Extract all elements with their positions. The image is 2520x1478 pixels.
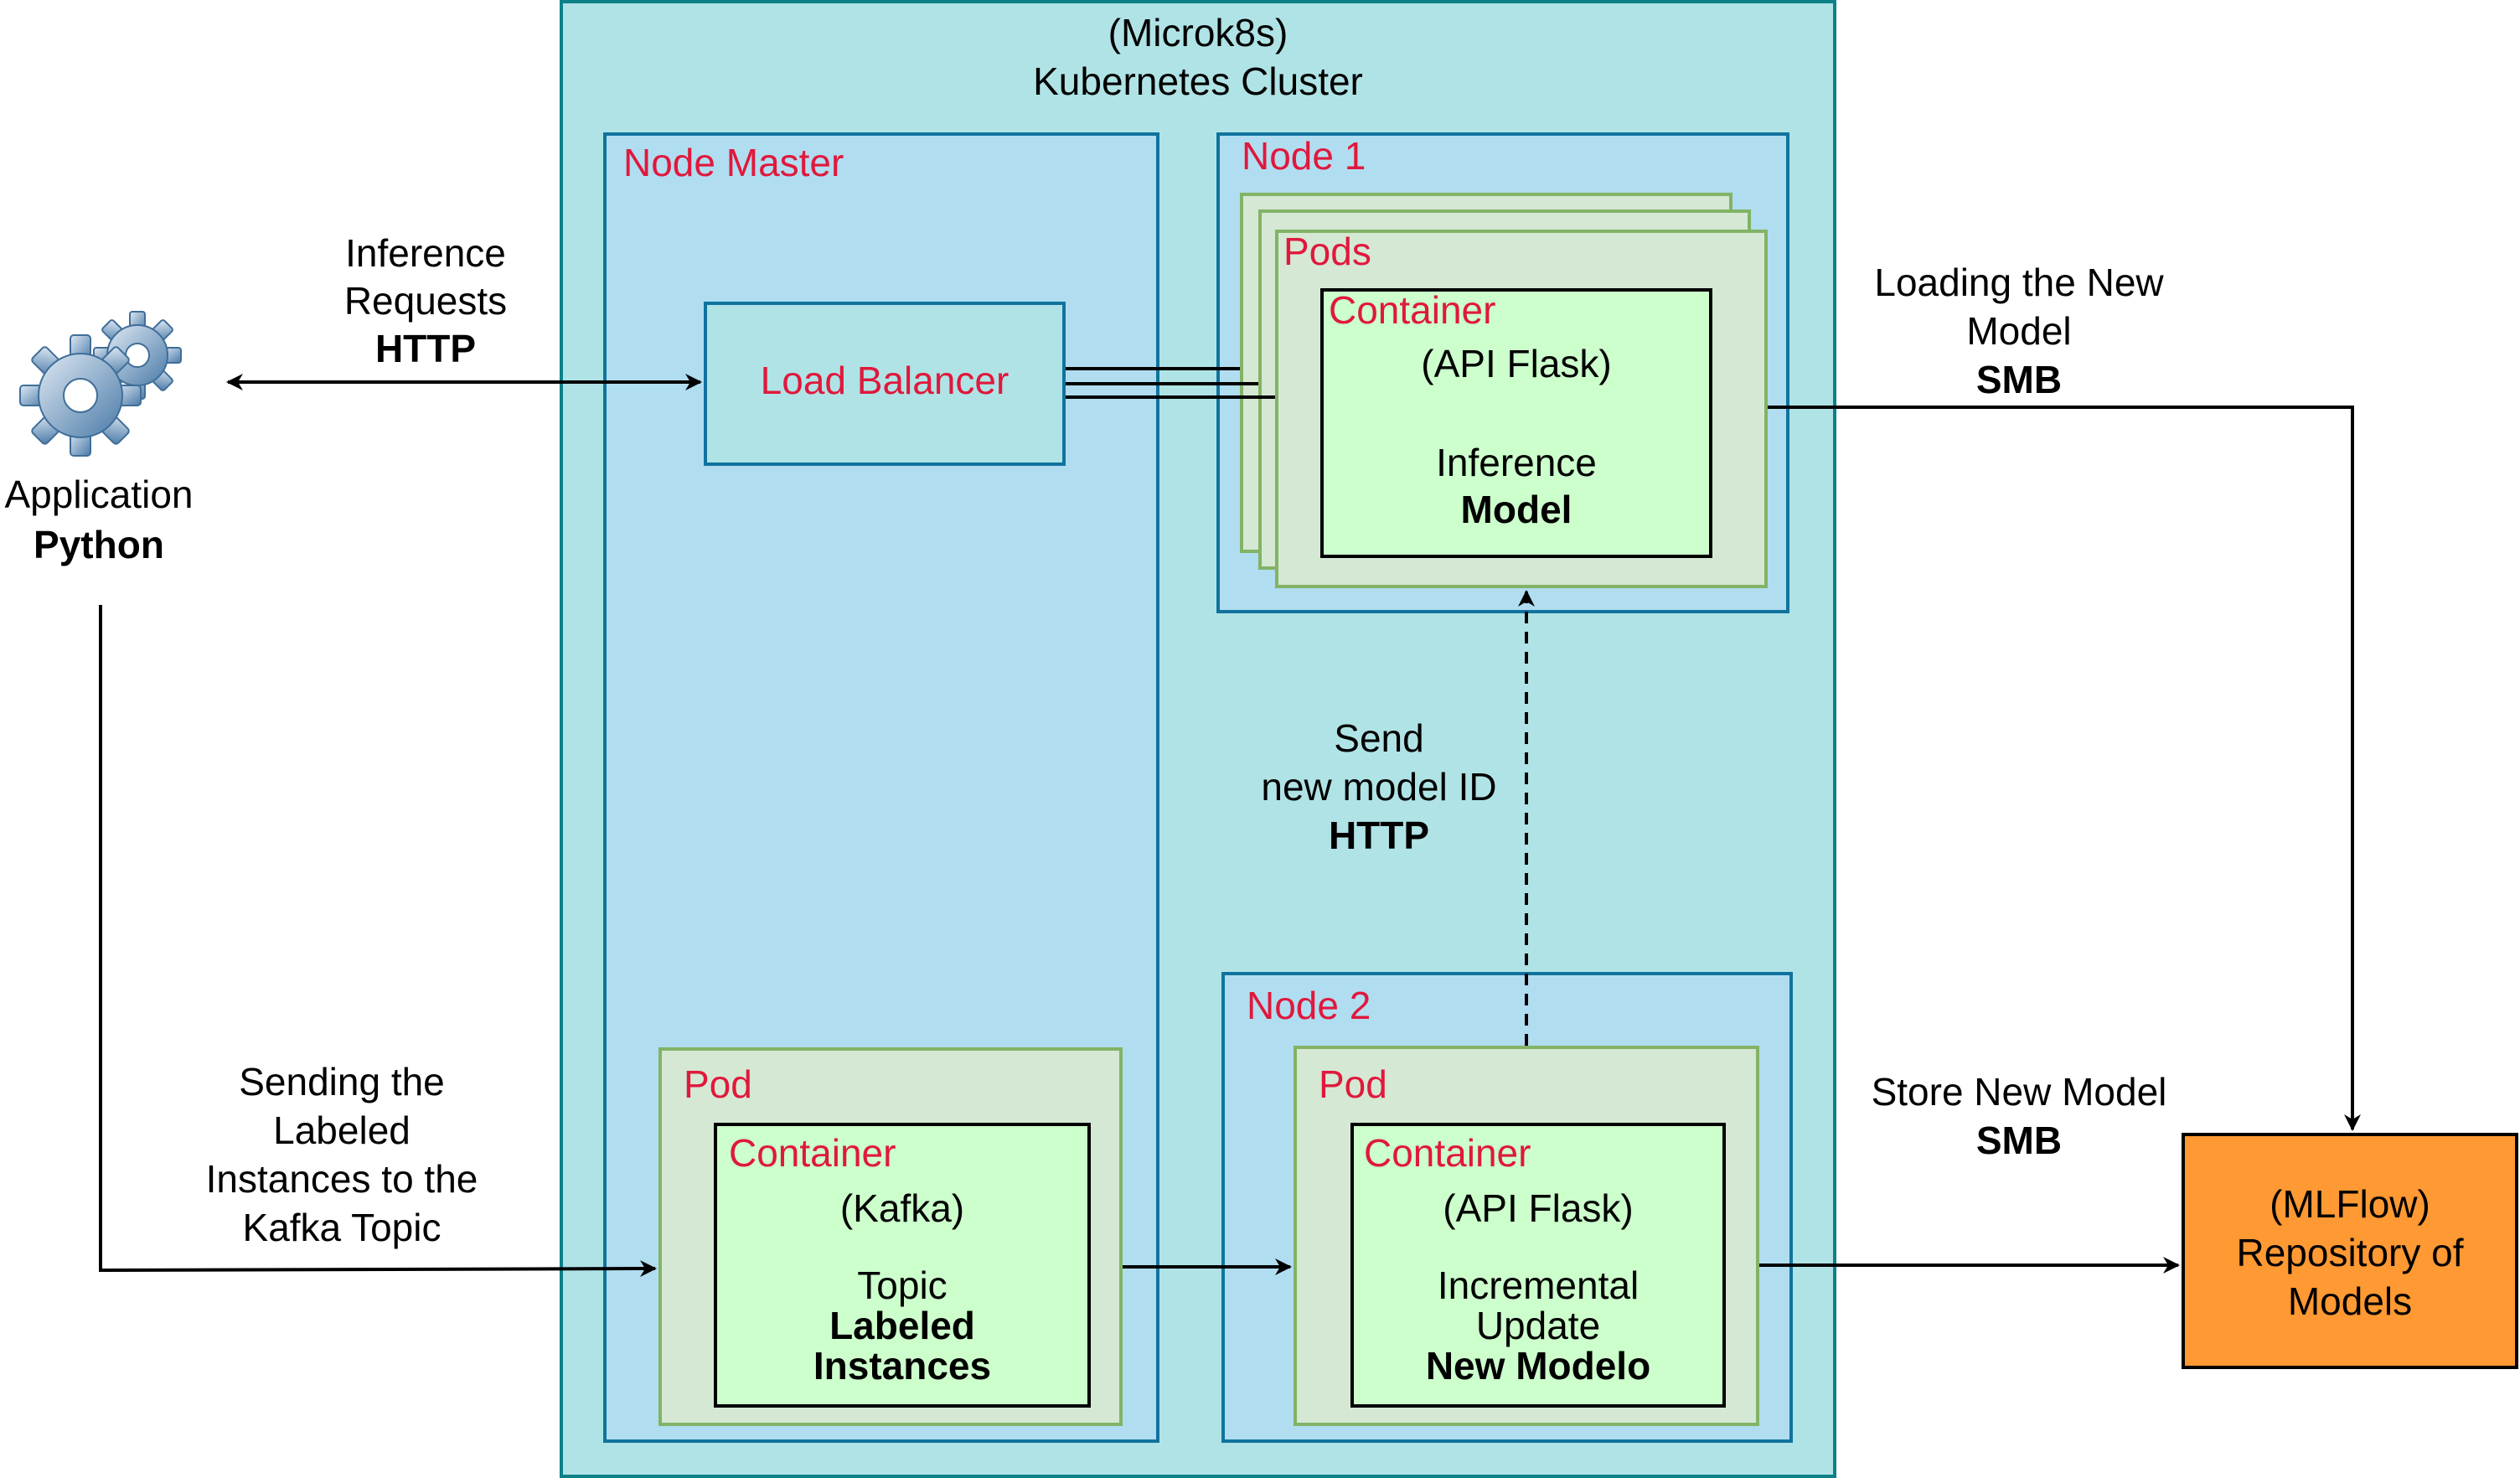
kafka-name-text: (Kafka) xyxy=(839,1186,965,1230)
inference-container-label: Container xyxy=(1329,288,1496,332)
inference-label-line2: Requests xyxy=(343,279,508,323)
store-line2: SMB xyxy=(1975,1119,2063,1162)
node-1-label: Node 1 xyxy=(1242,134,1366,178)
kafka-container-label: Container xyxy=(729,1131,896,1175)
mlflow-repository-text: (MLFlow) Repository of Models xyxy=(2182,1180,2518,1326)
update-container-label: Container xyxy=(1364,1131,1531,1175)
sending-label-line4: Kafka Topic xyxy=(242,1206,442,1249)
update-model-text: Incremental Update New Modelo xyxy=(1350,1265,1726,1386)
load-balancer-label: Load Balancer xyxy=(760,359,1010,402)
kafka-topic-line3: Instances xyxy=(813,1344,992,1388)
inference-model-line2: Model xyxy=(1460,488,1572,531)
mlflow-line2: Repository of xyxy=(2236,1231,2464,1274)
inference-container xyxy=(1320,288,1712,558)
pods-label: Pods xyxy=(1283,230,1371,273)
store-line1: Store New Model xyxy=(1871,1070,2167,1114)
kafka-topic-line2: Labeled xyxy=(829,1304,975,1347)
send-id-line2: new model ID xyxy=(1261,765,1497,809)
inference-api-text: (API Flask) xyxy=(1421,342,1612,385)
load-balancer xyxy=(704,302,1066,466)
app-to-kafka-arrow xyxy=(99,605,657,1278)
cluster-title: (Microk8s) Kubernetes Cluster xyxy=(560,8,1836,106)
mlflow-repository xyxy=(2182,1133,2518,1369)
cluster-title-line2: Kubernetes Cluster xyxy=(1033,59,1363,103)
loading-line2: Model xyxy=(1966,309,2072,353)
loading-line1: Loading the New xyxy=(1874,261,2164,304)
update-api-text: (API Flask) xyxy=(1443,1186,1634,1230)
kafka-topic-line1: Topic xyxy=(857,1264,948,1307)
send-model-id-label: Send new model ID HTTP xyxy=(1220,714,1538,860)
kafka-pod-label: Pod xyxy=(684,1062,752,1106)
mlflow-line3: Models xyxy=(2287,1279,2413,1323)
send-id-line1: Send xyxy=(1334,716,1424,760)
node-2-pod-label: Pod xyxy=(1319,1062,1387,1106)
loading-model-arrow xyxy=(1768,406,2361,1131)
gears-icon xyxy=(19,311,182,457)
cluster-title-line1: (Microk8s) xyxy=(1108,11,1288,54)
sending-label-line3: Instances to the xyxy=(205,1157,478,1201)
update-model-line1: Incremental xyxy=(1437,1264,1640,1307)
sending-instances-label: Sending the Labeled Instances to the Kaf… xyxy=(174,1057,509,1252)
inference-label-line3: HTTP xyxy=(374,327,477,370)
sending-label-line1: Sending the xyxy=(239,1060,445,1103)
kafka-topic-text: Topic Labeled Instances xyxy=(714,1265,1091,1386)
update-model-line2: Update xyxy=(1475,1304,1601,1347)
application-line1: Application xyxy=(4,473,194,516)
kafka-container xyxy=(714,1123,1091,1408)
application-label: Application Python xyxy=(0,469,198,570)
application-line2: Python xyxy=(34,523,164,566)
inference-label-line1: Inference xyxy=(345,231,506,275)
update-container xyxy=(1350,1123,1726,1408)
node-2-label: Node 2 xyxy=(1247,984,1371,1027)
send-id-line3: HTTP xyxy=(1328,814,1430,857)
sending-label-line2: Labeled xyxy=(273,1108,411,1152)
update-model-line3: New Modelo xyxy=(1425,1344,1651,1388)
inference-model-text: Inference Model xyxy=(1320,439,1712,533)
loading-line3: SMB xyxy=(1975,358,2063,401)
inference-model-line1: Inference xyxy=(1436,441,1597,484)
store-model-label: Store New Model SMB xyxy=(1843,1067,2195,1165)
mlflow-line1: (MLFlow) xyxy=(2270,1182,2430,1226)
node-master-label: Node Master xyxy=(623,141,844,184)
inference-requests-label: Inference Requests HTTP xyxy=(302,230,550,373)
loading-model-label: Loading the New Model SMB xyxy=(1843,258,2195,404)
